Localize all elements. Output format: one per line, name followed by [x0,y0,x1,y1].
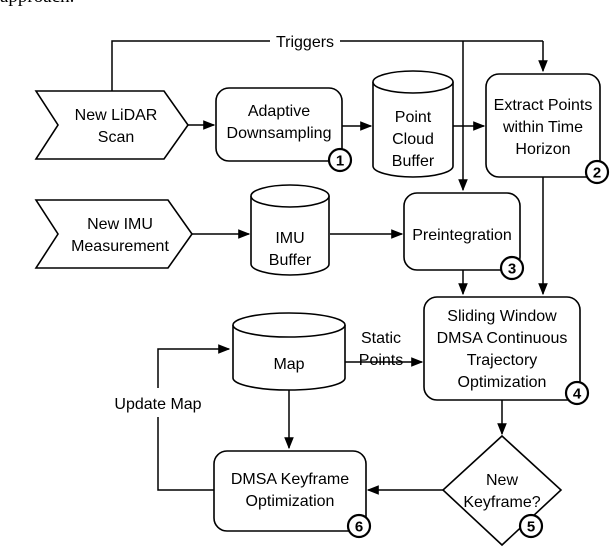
label-line: New [486,472,518,489]
badge-6: 6 [346,513,372,539]
label-line: Static [361,330,401,347]
node-preintegration: Preintegration [403,192,521,271]
node-new-lidar-scan: New LiDAR Scan [34,90,189,160]
label-line: New IMU [87,216,153,233]
node-point-cloud-buffer-shape [372,82,454,178]
node-map-label: Map [273,356,304,373]
label-line: Update Map [114,396,201,413]
label-line: Optimization [246,493,335,510]
svg-text:3: 3 [508,261,516,278]
svg-text:1: 1 [336,153,344,170]
node-new-imu-measurement: New IMU Measurement [34,199,193,269]
edge-label-triggers: Triggers [276,34,334,51]
label-line: Adaptive [248,103,310,120]
node-keyframe-optimization-shape [213,450,367,532]
label-line: Keyframe? [463,494,540,511]
label-line: Point [395,109,432,126]
label-line: Triggers [276,34,334,51]
badge-5: 5 [518,513,544,539]
node-imu-buffer-shape [250,196,330,276]
svg-text:2: 2 [593,165,601,182]
label-line: Map [273,356,304,373]
svg-text:4: 4 [573,386,582,403]
label-line: Preintegration [412,227,512,244]
node-point-cloud-buffer-top [372,70,454,94]
node-map-top [232,312,346,338]
label-line: Cloud [392,131,434,148]
label-line: DMSA Keyframe [231,471,349,488]
page-top-text: approach. [0,0,74,8]
label-line: Extract Points [494,97,593,114]
svg-text:5: 5 [527,519,535,536]
label-line: Trajectory [467,352,538,369]
edge-update-map-loop-top [157,344,231,388]
label-line: IMU [275,230,304,247]
node-new-lidar-scan-label: New LiDAR Scan [75,107,158,146]
badge-1: 1 [327,147,353,173]
label-line: Sliding Window [447,308,557,325]
node-sliding-window-shape [423,296,581,401]
node-map-shape [232,325,346,391]
node-new-imu-measurement-label: New IMU Measurement [71,216,169,255]
edge-triggers-line [111,40,270,91]
node-new-imu-measurement-shape [34,199,193,269]
label-line: Horizon [515,141,570,158]
label-line: Buffer [392,153,435,170]
badge-2: 2 [584,159,610,185]
node-imu-buffer: IMU Buffer [250,184,330,276]
label-line: Points [359,352,403,369]
node-preintegration-shape [403,192,521,271]
label-line: DMSA Continuous [437,330,568,347]
label-line: within Time [502,119,583,136]
node-new-lidar-scan-shape [34,90,189,160]
node-adaptive-downsampling-shape [215,87,343,162]
svg-text:6: 6 [355,519,363,536]
label-line: Downsampling [227,125,332,142]
node-imu-buffer-label: IMU Buffer [269,230,312,269]
edges [111,40,548,495]
edge-label-update-map: Update Map [114,396,201,413]
label-line: Buffer [269,252,312,269]
badge-3: 3 [499,255,525,281]
node-imu-buffer-top [250,184,330,208]
badge-4: 4 [564,380,590,406]
edge-update-map-loop-left [157,417,214,491]
node-extract-points-shape [485,73,601,178]
label-line: Measurement [71,238,169,255]
label-line: New LiDAR [75,107,158,124]
label-line: Optimization [458,374,547,391]
label-line: Scan [98,129,134,146]
node-new-keyframe-shape [441,434,563,547]
node-map: Map [232,312,346,391]
node-preintegration-label: Preintegration [412,227,512,244]
